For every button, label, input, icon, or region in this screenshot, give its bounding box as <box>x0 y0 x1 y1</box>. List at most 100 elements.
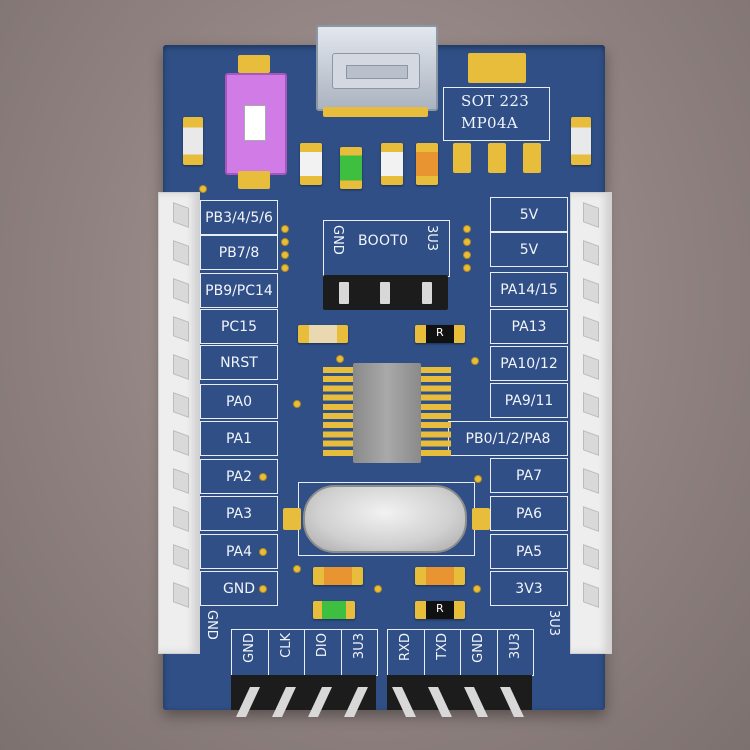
swd-pin-header[interactable] <box>231 675 376 717</box>
header-pin-slot[interactable] <box>583 278 599 304</box>
header-pin-slot[interactable] <box>583 392 599 418</box>
header-pin[interactable] <box>464 687 488 717</box>
header-pin-slot[interactable] <box>173 202 189 228</box>
header-pin-slot[interactable] <box>173 316 189 342</box>
left-pin-label: PA3 <box>200 496 278 531</box>
mcu-pins-left <box>323 367 353 459</box>
usb-connector <box>316 25 438 111</box>
crystal-oscillator <box>303 485 467 553</box>
swd-dio-label: DIO <box>315 633 330 658</box>
left-pin-label: PB3/4/5/6 <box>200 200 278 235</box>
header-pin[interactable] <box>272 687 296 717</box>
pcb-board: SOT 223 MP04A PB3/4/5/6 PB7/8 PB9/PC14 P… <box>163 25 605 717</box>
resistor-mark: R <box>436 326 444 339</box>
header-pin-slot[interactable] <box>173 506 189 532</box>
header-pin-slot[interactable] <box>583 316 599 342</box>
regulator-label-1: SOT 223 <box>461 92 530 110</box>
uart-3v3-label: 3U3 <box>507 633 523 660</box>
header-pin-slot[interactable] <box>583 354 599 380</box>
status-led <box>340 147 362 189</box>
swd-gnd-label: GND <box>242 633 257 663</box>
capacitor <box>416 143 438 185</box>
resistor-mark: R <box>436 602 444 615</box>
right-pin-label: PA6 <box>490 496 568 531</box>
left-pin-label: PC15 <box>200 309 278 344</box>
header-pin-slot[interactable] <box>173 240 189 266</box>
right-pin-label: 3V3 <box>490 571 568 606</box>
regulator-label-2: MP04A <box>461 114 518 132</box>
left-pin-label: PB7/8 <box>200 235 278 270</box>
header-pin-slot[interactable] <box>173 468 189 494</box>
header-pin-slot[interactable] <box>583 240 599 266</box>
uart-txd-label: TXD <box>434 633 450 660</box>
boot-gnd-label: GND <box>330 225 345 255</box>
header-pin-slot[interactable] <box>173 430 189 456</box>
power-switch[interactable] <box>225 73 287 175</box>
swd-clk-label: CLK <box>278 633 294 658</box>
right-pin-label: 5V <box>490 197 568 232</box>
header-pin[interactable] <box>500 687 524 717</box>
resistor <box>300 143 322 185</box>
header-pin-slot[interactable] <box>583 506 599 532</box>
left-pin-label: PA4 <box>200 534 278 569</box>
boot-3v3-label: 3U3 <box>424 225 439 252</box>
right-pin-label: PA14/15 <box>490 272 568 307</box>
swd-3v3-label: 3U3 <box>351 633 367 660</box>
uart-gnd-label: GND <box>471 633 486 663</box>
right-pin-label: PA10/12 <box>490 346 568 381</box>
mcu-pins-right <box>421 367 451 459</box>
left-pin-label: GND <box>200 571 278 606</box>
switch-knob[interactable] <box>244 105 266 141</box>
header-pin-slot[interactable] <box>173 278 189 304</box>
left-pin-label: PA0 <box>200 384 278 419</box>
resistor: R <box>415 325 465 343</box>
boot0-label: BOOT0 <box>358 233 409 249</box>
resistor: R <box>415 601 465 619</box>
voltage-regulator-ic: SOT 223 MP04A <box>443 87 550 141</box>
power-led <box>313 601 355 619</box>
header-pin-slot[interactable] <box>173 392 189 418</box>
right-pin-label: 5V <box>490 232 568 267</box>
right-pin-header[interactable] <box>570 192 612 654</box>
header-pin[interactable] <box>308 687 332 717</box>
header-pin-slot[interactable] <box>583 468 599 494</box>
right-pin-label: PB0/1/2/PA8 <box>448 421 568 456</box>
header-pin-slot[interactable] <box>583 430 599 456</box>
header-pin[interactable] <box>236 687 260 717</box>
right-pin-label: PA9/11 <box>490 383 568 418</box>
capacitor <box>415 567 465 585</box>
header-pin[interactable] <box>338 281 349 304</box>
corner-gnd-label: GND <box>204 610 219 640</box>
right-pin-label: PA13 <box>490 309 568 344</box>
left-pin-label: NRST <box>200 345 278 380</box>
header-pin[interactable] <box>392 687 416 717</box>
header-pin-slot[interactable] <box>173 544 189 570</box>
header-pin-slot[interactable] <box>583 544 599 570</box>
header-pin-slot[interactable] <box>583 582 599 608</box>
capacitor <box>381 143 403 185</box>
left-pin-header[interactable] <box>158 192 200 654</box>
uart-pin-header[interactable] <box>387 675 532 717</box>
left-pin-label: PB9/PC14 <box>200 273 278 308</box>
uart-silk-box: RXD TXD GND 3U3 <box>387 629 534 676</box>
resistor <box>298 325 348 343</box>
uart-rxd-label: RXD <box>398 633 413 661</box>
corner-3v3-label: 3U3 <box>546 610 561 637</box>
right-pin-label: PA5 <box>490 534 568 569</box>
capacitor <box>571 117 591 165</box>
header-pin[interactable] <box>428 687 452 717</box>
left-pin-label: PA1 <box>200 421 278 456</box>
header-pin[interactable] <box>380 281 391 304</box>
header-pin-slot[interactable] <box>173 354 189 380</box>
capacitor <box>313 567 363 585</box>
header-pin-slot[interactable] <box>583 202 599 228</box>
header-pin[interactable] <box>344 687 368 717</box>
header-pin[interactable] <box>422 281 433 304</box>
header-pin-slot[interactable] <box>173 582 189 608</box>
microcontroller-ic <box>353 363 421 463</box>
swd-silk-box: GND CLK DIO 3U3 <box>231 629 378 676</box>
capacitor <box>183 117 203 165</box>
left-pin-label: PA2 <box>200 459 278 494</box>
right-pin-label: PA7 <box>490 458 568 493</box>
boot0-jumper-header[interactable] <box>323 275 448 310</box>
